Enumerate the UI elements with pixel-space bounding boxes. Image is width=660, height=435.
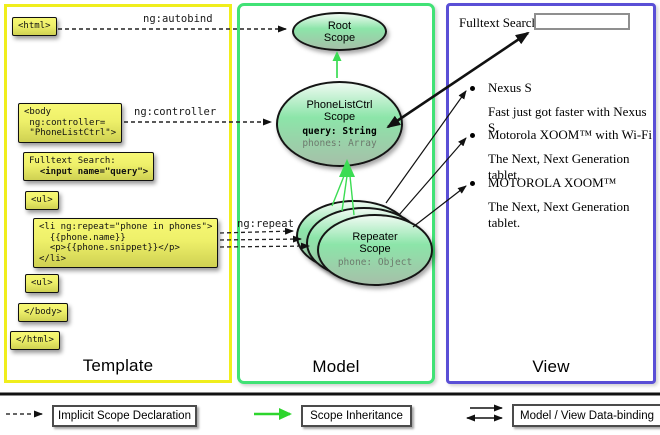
code-li-repeat: <li ng:repeat="phone in phones"> {{phone… [33, 218, 219, 268]
bullet-icon [470, 133, 475, 138]
code-body-open: <body ng:controller= "PhoneListCtrl"> [18, 103, 123, 143]
bullet-icon [470, 181, 475, 186]
view-column: View [446, 3, 656, 384]
root-scope-title: Root Scope [323, 19, 356, 44]
model-column: Model [237, 3, 435, 384]
phone-item-name: Nexus S [488, 80, 532, 95]
phonelistctrl-scope-ellipse: PhoneListCtrl Scope query: String phones… [276, 81, 403, 167]
phone-property: phone: Object [337, 257, 413, 268]
fulltext-search-label: Fulltext Search: [459, 15, 542, 30]
label-ng-autobind: ng:autobind [143, 13, 213, 25]
legend-inheritance-box: Scope Inheritance [301, 405, 412, 427]
phone-item-name: Motorola XOOM™ with Wi-Fi [488, 127, 653, 142]
code-html-open: <html> [12, 17, 57, 36]
phone-item-snippet: The Next, Next Generation tablet. [488, 151, 630, 182]
code-ul-close: <ul> [25, 274, 59, 293]
phonelist-scope-title: PhoneListCtrl Scope [306, 98, 373, 123]
fulltext-search-input[interactable] [534, 13, 630, 30]
label-ng-controller: ng:controller [134, 106, 217, 118]
legend-implicit-box: Implicit Scope Declaration [52, 405, 197, 427]
code-fulltext-label: Fulltext Search: [29, 156, 116, 166]
root-scope-ellipse: Root Scope [292, 12, 387, 51]
template-title: Template [82, 356, 154, 375]
code-fulltext-input: <input name="query"> [29, 166, 149, 177]
phone-item-snippet: The Next, Next Generation tablet. [488, 199, 630, 230]
model-title: Model [312, 357, 360, 376]
repeater-scope-title: Repeater Scope [352, 231, 398, 255]
legend-databinding-box: Model / View Data-binding [512, 404, 660, 427]
code-body-close: </body> [18, 303, 68, 322]
repeater-scope-ellipse-front: Repeater Scope phone: Object [317, 214, 433, 286]
code-fulltext: Fulltext Search: <input name="query"> [23, 152, 155, 181]
phone-item-name: MOTOROLA XOOM™ [488, 175, 617, 190]
phones-property: phones: Array [302, 137, 377, 149]
label-ng-repeat: ng:repeat [237, 218, 294, 230]
view-title: View [532, 357, 570, 376]
code-html-close: </html> [10, 331, 60, 350]
bullet-icon [470, 86, 475, 91]
query-property: query: String [302, 125, 377, 137]
code-ul-open: <ul> [25, 191, 59, 210]
